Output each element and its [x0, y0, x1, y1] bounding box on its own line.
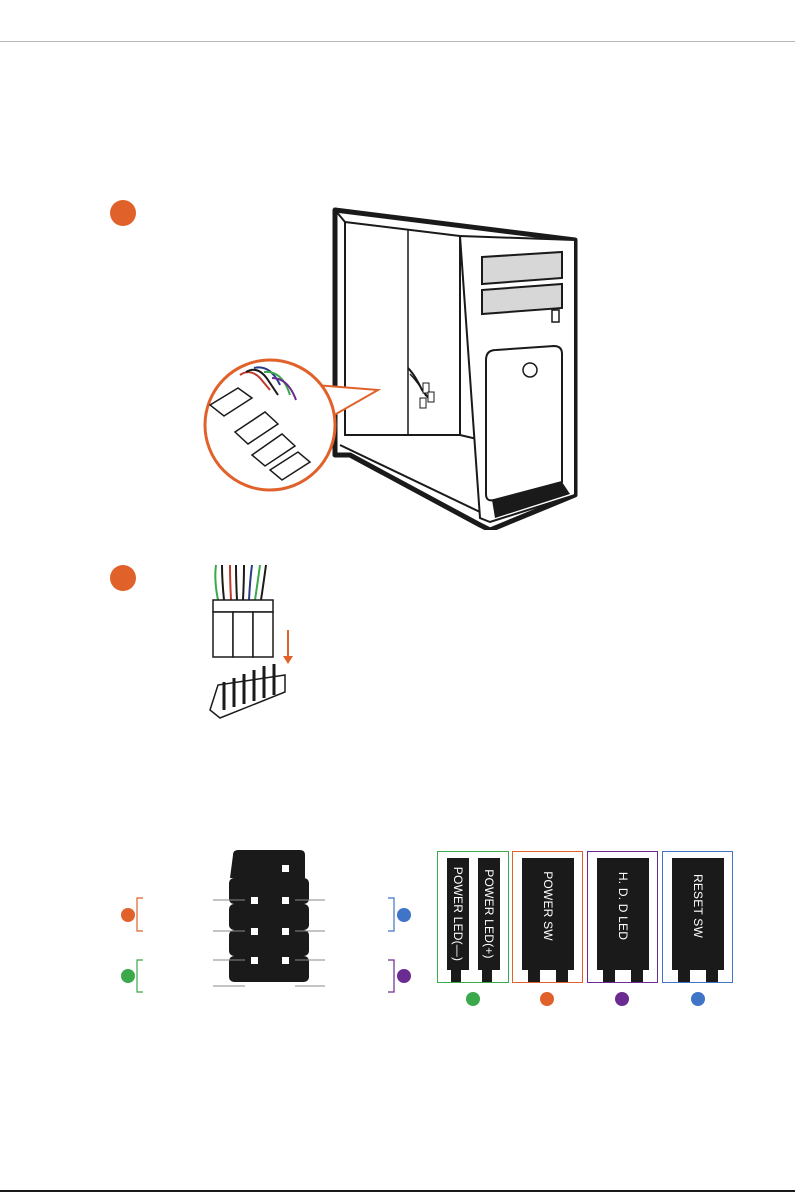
power-sw-plug-foot	[556, 970, 568, 982]
reset-sw-plug-foot	[706, 970, 718, 982]
jfp1-pin-header-diagram	[105, 845, 425, 995]
power-led-plug-foot	[451, 970, 461, 982]
step-2-marker	[110, 565, 136, 591]
hdd-led-plug: H. D. D LED	[597, 858, 649, 970]
pc-case-illustration	[190, 200, 590, 530]
power-sw-label: POWER SW	[541, 871, 555, 941]
power-led-negative-label: POWER LED(—)	[451, 867, 465, 961]
power-sw-color-dot	[540, 992, 554, 1006]
hdd-led-plug-foot	[603, 970, 615, 982]
hdd-led-color-dot	[615, 992, 629, 1006]
power-sw-connector-box: POWER SW	[512, 851, 583, 983]
power-sw-plug: POWER SW	[522, 858, 574, 970]
header-rule	[0, 41, 795, 42]
step-1-marker	[110, 200, 136, 226]
connector-insertion-illustration	[200, 560, 310, 730]
power-led-positive-plug: POWER LED(+)	[478, 858, 500, 970]
power-led-plug-foot	[482, 970, 492, 982]
reset-sw-color-dot	[691, 992, 705, 1006]
hdd-led-connector-box: H. D. D LED	[587, 851, 658, 983]
hdd-led-plug-foot	[631, 970, 643, 982]
power-sw-plug-foot	[528, 970, 540, 982]
hdd-led-label: H. D. D LED	[616, 872, 630, 940]
power-led-connector-box: POWER LED(—) POWER LED(+)	[437, 851, 509, 983]
reset-sw-connector-box: RESET SW	[662, 851, 733, 983]
power-led-color-dot	[466, 992, 480, 1006]
power-led-positive-label: POWER LED(+)	[482, 869, 496, 958]
power-led-negative-plug: POWER LED(—)	[447, 858, 469, 970]
reset-sw-plug-foot	[678, 970, 690, 982]
reset-sw-plug: RESET SW	[672, 858, 724, 970]
reset-sw-label: RESET SW	[691, 874, 705, 938]
